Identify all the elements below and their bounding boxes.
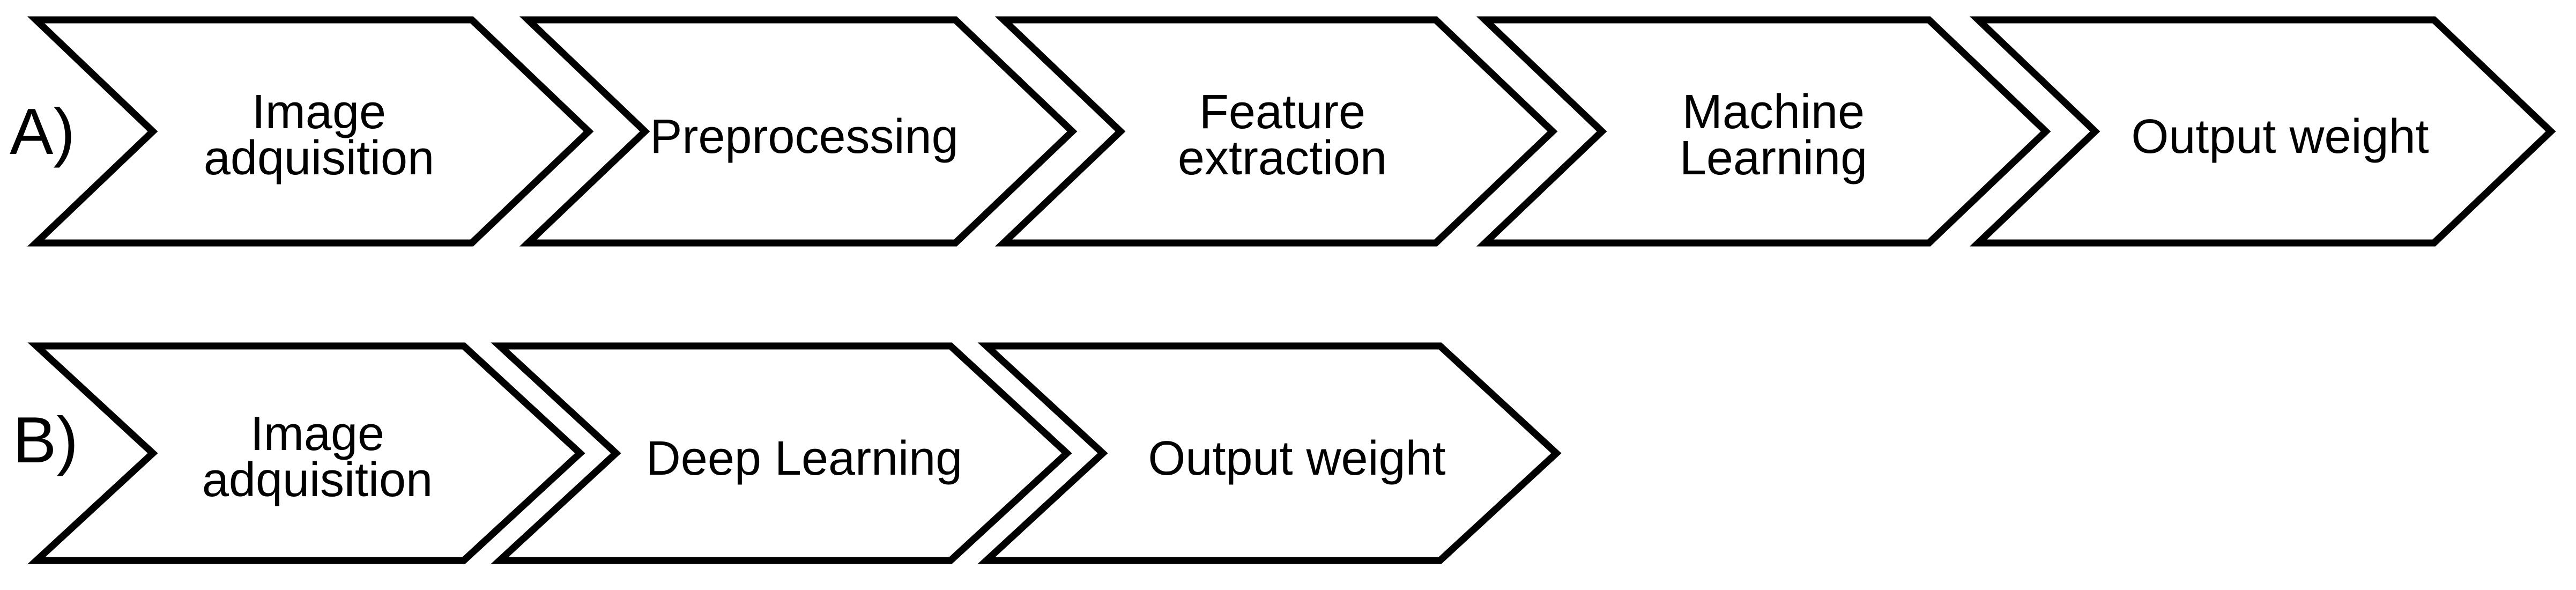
step-label-b1-line2: adquisition [202, 453, 433, 507]
step-label-b2-line1: Deep Learning [646, 432, 962, 485]
step-label-b3-line1: Output weight [1148, 432, 1445, 485]
chevron-step-b1 [27, 342, 585, 564]
row-a-label: A) [10, 95, 75, 168]
chevron-step-b2 [491, 342, 1072, 564]
chevron-step-a5 [1969, 16, 2556, 247]
chevron-step-b3 [977, 342, 1562, 564]
chevron-step-a3 [994, 16, 1558, 247]
chevron-step-a4 [1476, 16, 2051, 247]
row-b-label: B) [13, 403, 78, 476]
step-label-a1-line1: Image [252, 85, 386, 139]
step-label-a3-line1: Feature [1199, 85, 1365, 139]
step-label-a5-line1: Output weight [2131, 110, 2429, 164]
step-label-a2-line1: Preprocessing [650, 110, 958, 164]
step-label-b1-line1: Image [250, 407, 384, 461]
step-label-a4-line2: Learning [1680, 131, 1867, 185]
step-label-a4-line1: Machine [1682, 85, 1865, 139]
step-label-a1-line2: adquisition [204, 131, 434, 185]
process-row-b: B) Image adquisition Deep Learning Outpu… [13, 342, 1562, 564]
chevron-step-a2 [519, 16, 1078, 247]
chevron-step-a1 [27, 16, 594, 247]
process-row-a: A) Image adquisition Preprocessing Featu… [10, 16, 2556, 247]
step-label-a3-line2: extraction [1178, 131, 1387, 185]
